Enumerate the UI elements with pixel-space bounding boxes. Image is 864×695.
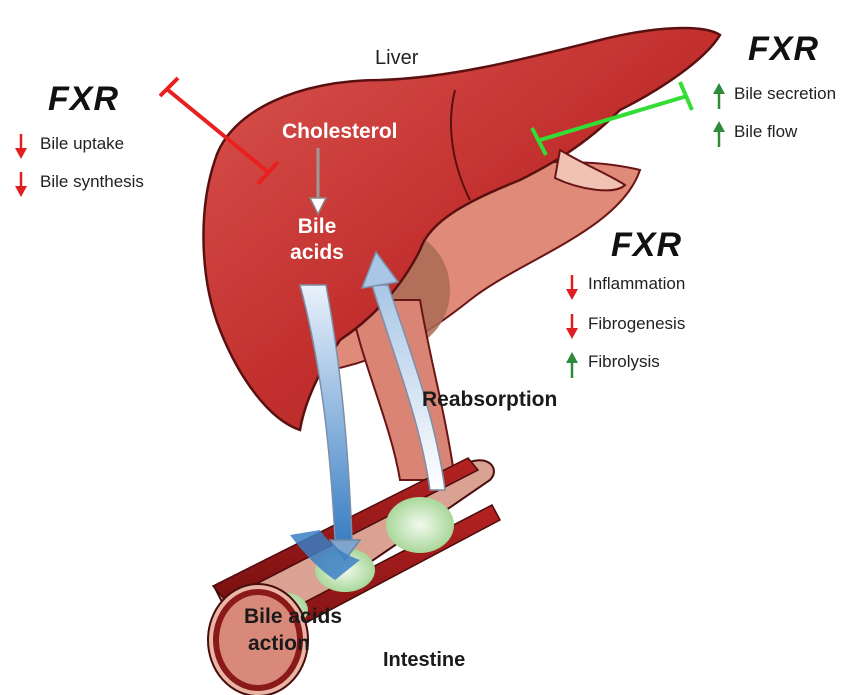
- fxr-item: Inflammation: [588, 274, 685, 294]
- down-arrow-icon: [565, 275, 579, 301]
- down-arrow-icon: [14, 134, 28, 160]
- bile-acids-action-label-1: Bile acids: [244, 605, 342, 629]
- intestine-label: Intestine: [383, 649, 465, 672]
- green-blob-1: [386, 497, 454, 553]
- up-arrow-icon: [712, 83, 726, 109]
- fxr-item: Bile uptake: [40, 134, 124, 154]
- fxr-item: Bile secretion: [734, 84, 836, 104]
- fxr-item: Fibrolysis: [588, 352, 660, 372]
- fxr-title: FXR: [748, 30, 819, 69]
- liver-label: Liver: [375, 47, 418, 70]
- fxr-item: Bile flow: [734, 122, 797, 142]
- up-arrow-icon: [712, 121, 726, 147]
- up-arrow-icon: [565, 352, 579, 378]
- fxr-item: Fibrogenesis: [588, 314, 685, 334]
- bile-acids-label-1: Bile: [282, 215, 352, 239]
- fxr-item: Bile synthesis: [40, 172, 144, 192]
- cholesterol-label: Cholesterol: [282, 120, 398, 144]
- down-arrow-icon: [14, 172, 28, 198]
- bile-acids-action-label-2: action: [248, 632, 310, 656]
- fxr-title: FXR: [48, 80, 119, 119]
- reabsorption-label: Reabsorption: [422, 388, 557, 412]
- down-arrow-icon: [565, 314, 579, 340]
- fxr-title: FXR: [611, 226, 682, 265]
- bile-acids-label-2: acids: [282, 241, 352, 265]
